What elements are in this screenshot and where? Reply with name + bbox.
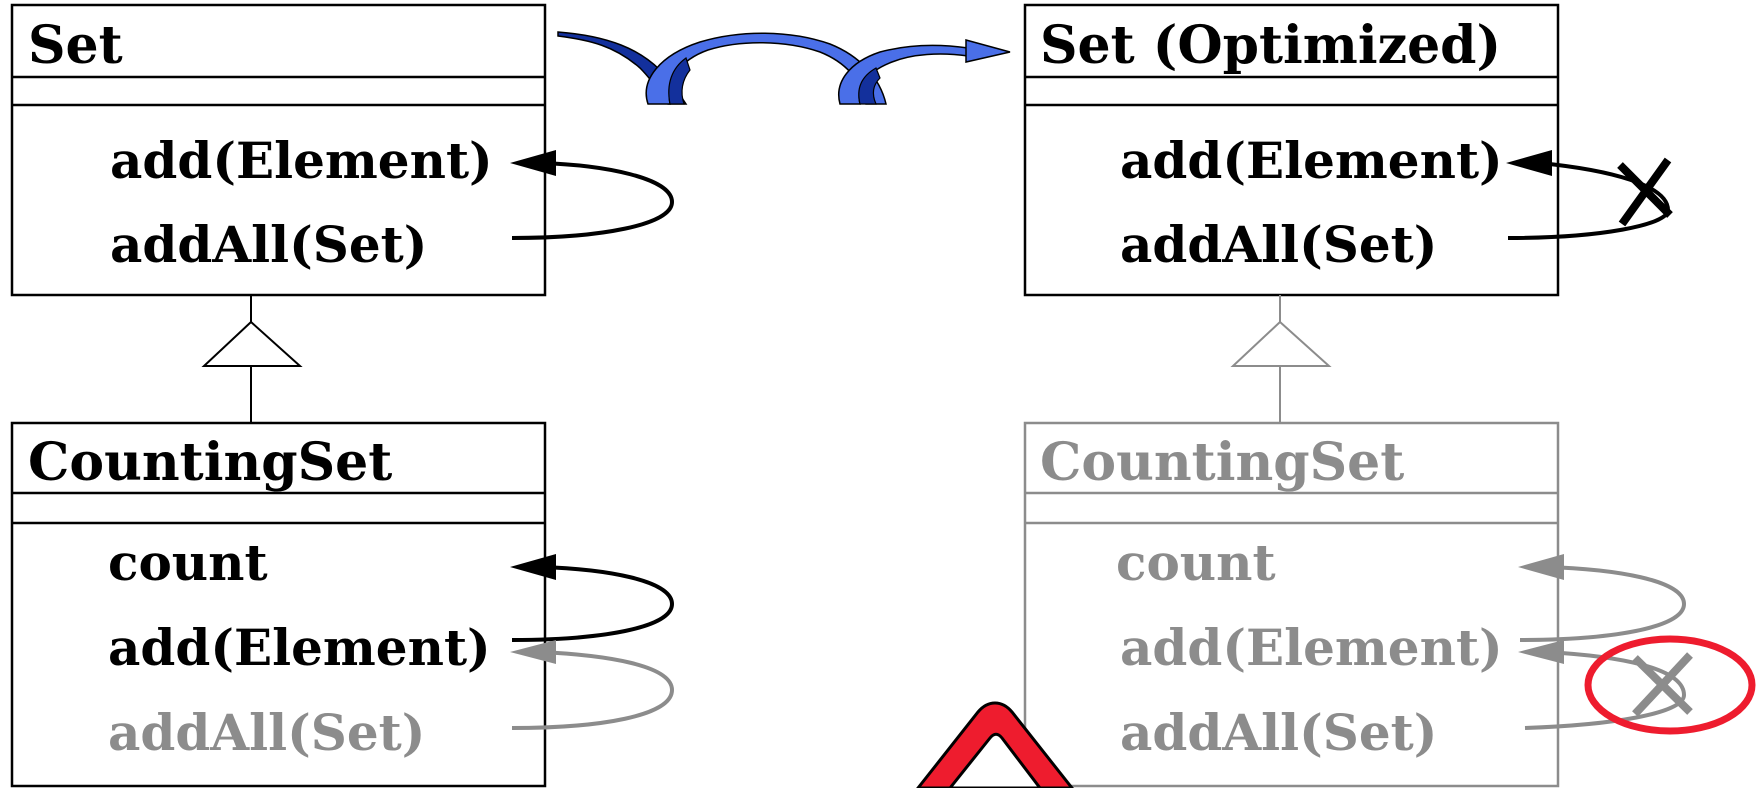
transform-arrow-icon xyxy=(557,31,1011,105)
left-countingset-class: CountingSet count add(Element) addAll(Se… xyxy=(10,421,547,788)
arrowhead-icon xyxy=(965,39,1011,63)
arrowhead-icon xyxy=(510,150,556,176)
left-set-call-arrow xyxy=(510,150,675,240)
right-set-title: Set (Optimized) xyxy=(1040,15,1501,76)
right-set-member-add: add(Element) xyxy=(1120,131,1503,190)
right-countingset-call-arrow-add xyxy=(1518,640,1687,730)
left-countingset-title: CountingSet xyxy=(28,432,392,493)
right-countingset-member-addall: addAll(Set) xyxy=(1120,703,1437,762)
left-set-member-addall: addAll(Set) xyxy=(110,215,427,274)
right-countingset-title: CountingSet xyxy=(1040,432,1404,493)
left-inheritance-arrow xyxy=(201,295,303,423)
arrowhead-icon xyxy=(510,640,556,664)
left-countingset-member-addall: addAll(Set) xyxy=(108,703,425,762)
right-set-member-addall: addAll(Set) xyxy=(1120,215,1437,274)
left-countingset-call-arrow-add xyxy=(510,640,675,730)
arrowhead-icon xyxy=(510,554,556,580)
arrowhead-icon xyxy=(1506,150,1552,176)
right-inheritance-arrow xyxy=(1230,295,1332,423)
right-countingset-member-count: count xyxy=(1116,533,1276,592)
left-countingset-call-arrow-count xyxy=(510,554,675,642)
right-countingset-call-arrow-count xyxy=(1518,554,1687,642)
inheritance-triangle-icon xyxy=(1230,320,1332,367)
left-set-class: Set add(Element) addAll(Set) xyxy=(10,3,547,297)
left-set-title: Set xyxy=(28,15,123,76)
left-countingset-member-count: count xyxy=(108,533,268,592)
right-countingset-class: CountingSet count add(Element) addAll(Se… xyxy=(1023,421,1560,788)
arrowhead-icon xyxy=(1518,554,1564,580)
arrowhead-icon xyxy=(1518,640,1564,664)
right-countingset-member-add: add(Element) xyxy=(1120,618,1503,677)
inheritance-triangle-icon xyxy=(201,320,303,367)
cross-mark-icon xyxy=(1617,157,1673,227)
warning-triangle-icon xyxy=(916,701,1074,788)
left-countingset-member-add: add(Element) xyxy=(108,618,491,677)
right-set-class: Set (Optimized) add(Element) addAll(Set) xyxy=(1023,3,1560,297)
left-set-member-add: add(Element) xyxy=(110,131,493,190)
circled-cross-icon xyxy=(1584,635,1756,735)
